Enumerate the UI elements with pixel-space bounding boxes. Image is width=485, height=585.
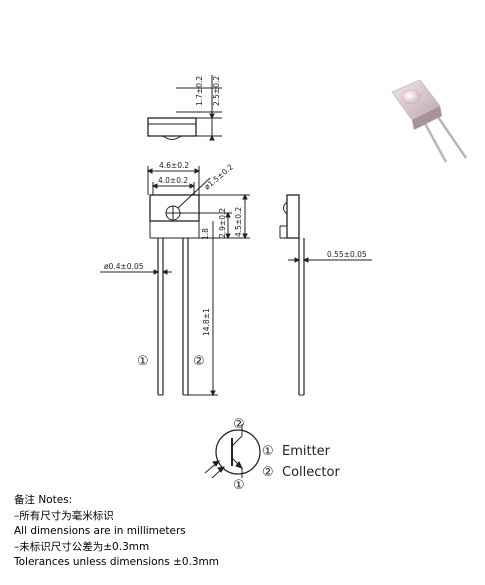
- dim-top-total: 1.7±0.2: [195, 76, 204, 106]
- notes-line-2: All dimensions are in millimeters: [14, 525, 186, 538]
- dim-pin-diameter: ø0.4±0.05: [104, 262, 144, 271]
- schematic-pin1-marker: ①: [233, 478, 245, 493]
- notes-line-3: –未标识尺寸公差为±0.3mm: [14, 540, 150, 553]
- side-view: [279, 194, 372, 396]
- notes-line-4: Tolerances unless dimensions ±0.3mm: [14, 556, 219, 569]
- dim-width-inner: 4.0±0.2: [158, 176, 188, 185]
- collector-label: Collector: [282, 465, 340, 480]
- emitter-marker: ①: [262, 444, 274, 459]
- pin1-marker: ①: [137, 354, 149, 369]
- dim-height-center: 2.9±0.2: [218, 208, 227, 238]
- emitter-label: Emitter: [282, 444, 331, 459]
- dim-lens-diameter: ø1.5±0.2: [203, 162, 236, 191]
- collector-marker: ②: [262, 465, 274, 480]
- pin2-marker: ②: [193, 354, 205, 369]
- notes-line-1: –所有尺寸为毫米标识: [14, 509, 114, 522]
- dim-side-thickness: 0.55±0.05: [327, 250, 367, 259]
- dim-width-outer: 4.6±0.2: [159, 161, 189, 170]
- schematic-pin2-marker: ②: [233, 417, 245, 432]
- notes-block: 备注 Notes: –所有尺寸为毫米标识 All dimensions are …: [14, 493, 334, 571]
- dim-top-part: 2.5±0.2: [212, 76, 221, 106]
- phototransistor-symbol: [204, 424, 261, 479]
- dim-height-small: 1.8: [201, 228, 210, 240]
- front-view: [100, 166, 250, 397]
- dim-height-total: 4.5±0.2: [234, 207, 243, 237]
- notes-title: 备注 Notes:: [14, 494, 73, 506]
- dim-lead-length: 14.8±1: [202, 308, 211, 336]
- top-view: [147, 75, 222, 141]
- product-photo: [391, 79, 468, 163]
